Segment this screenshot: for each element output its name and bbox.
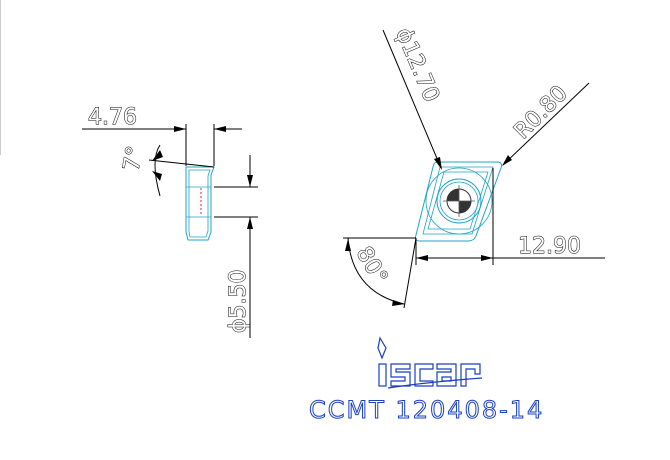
radius-leader [502,82,590,166]
angle-extension-lower [403,237,417,309]
logo-letter-s [390,363,411,387]
ic-arrow [434,157,442,170]
logo-letter-r [460,363,481,387]
insert-chipbreaker [427,171,489,230]
insert-inner-outline [422,166,494,235]
radius-dimension-label: R0.80 [510,81,573,144]
top-view: ϕ12.70 R0.80 12.90 80° [343,24,605,309]
side-view-outline [185,166,215,241]
width-arrow-right [214,126,226,132]
angle-arrow-upper [152,150,163,161]
side-view-inner-outline [188,169,211,238]
insert-hole-outer [436,178,482,224]
logo-letter-i-dot [377,336,387,360]
ic-dimension-label: ϕ12.70 [390,25,443,106]
ic-leader [382,29,442,169]
angle-arrow-lower [152,171,162,181]
width-dimension-label: 4.76 [88,105,137,130]
side-view: 4.76 7° ϕ5.50 [82,105,258,338]
angle-dimension-label: 7° [119,144,148,173]
corner-angle-label: 80° [351,243,392,289]
insert-hole-inner [439,181,479,221]
logo-letter-a [436,363,457,387]
length-dimension-label: 12.90 [518,234,581,259]
angle-leader-upper [148,159,215,168]
width-arrow-left [174,126,186,132]
angle-arc [154,144,161,197]
logo-swash [387,377,483,389]
inscribed-circle [425,167,493,235]
hole-dimension-label: ϕ5.50 [226,270,251,334]
logo-letter-i [378,363,387,387]
center-mark-fill-tl [447,189,459,201]
hole-arrow-top [247,175,253,187]
insert-outline [415,161,502,242]
iscar-logo [377,336,483,389]
corner-angle-arrow-bottom [392,300,405,306]
length-arrow-right [481,255,493,261]
radius-arrow [502,155,512,166]
hole-arrow-bottom [247,217,253,229]
length-arrow-left [416,255,428,261]
logo-letter-c [414,363,434,387]
corner-angle-arrow-top [345,239,351,251]
part-number: CCMT 120408-14 [309,396,544,424]
center-mark-fill-br [459,201,471,213]
